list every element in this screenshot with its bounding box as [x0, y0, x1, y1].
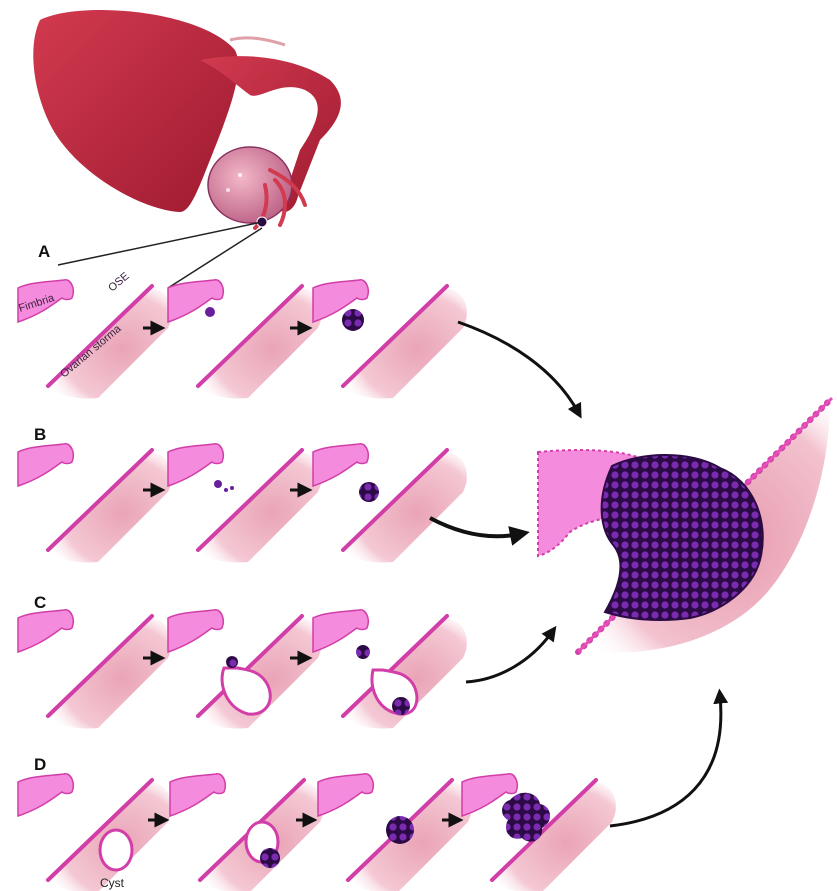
- row-label-b: B: [34, 425, 46, 444]
- shed-cells: [214, 480, 222, 488]
- solid-tumor-d3: [386, 816, 414, 844]
- shed-cell-3: [230, 486, 234, 490]
- panel-a1: Fimbria OSE Ovarian storma: [17, 270, 172, 398]
- row-b: [18, 444, 467, 563]
- arrow-b-to-result: [430, 518, 520, 536]
- label-cyst: Cyst: [100, 876, 125, 890]
- row-label-d: D: [34, 755, 46, 774]
- uterus-ovary-illustration: [33, 10, 341, 228]
- leader-line-1: [58, 222, 262, 265]
- panel-b2: [168, 444, 322, 563]
- row-d: Cyst: [18, 774, 616, 891]
- panel-b1: [18, 444, 172, 563]
- lesion-small: [205, 307, 215, 317]
- surface-tumor: [356, 645, 370, 659]
- panel-d2: [170, 774, 324, 891]
- panel-d4: [462, 774, 616, 891]
- implanted-lesion: [359, 482, 379, 502]
- panel-c2: [168, 610, 322, 729]
- row-label-c: C: [34, 593, 46, 612]
- panel-a2: [168, 280, 322, 399]
- cyst-ring: [100, 830, 132, 870]
- panel-c1: [18, 610, 172, 729]
- cyst-tumor-d2: [260, 848, 280, 868]
- cyst-tumor: [392, 697, 410, 715]
- arrow-d-to-result: [610, 696, 721, 826]
- shed-cell-2: [224, 488, 228, 492]
- panel-d3: [318, 774, 472, 891]
- lesion-cluster: [342, 309, 364, 331]
- label-ose: OSE: [106, 270, 132, 294]
- row-label-a: A: [38, 242, 50, 261]
- panel-a3: [313, 280, 467, 399]
- row-a: Fimbria OSE Ovarian storma: [17, 270, 467, 398]
- panel-c3: [313, 610, 467, 729]
- arrow-c-to-result: [466, 632, 552, 682]
- panel-d1: [18, 774, 172, 891]
- row-c: [18, 610, 467, 729]
- panel-b3: [313, 444, 467, 563]
- cyst-cells: [226, 656, 238, 668]
- arrow-a-to-result: [458, 322, 578, 412]
- result-panel: [538, 398, 832, 653]
